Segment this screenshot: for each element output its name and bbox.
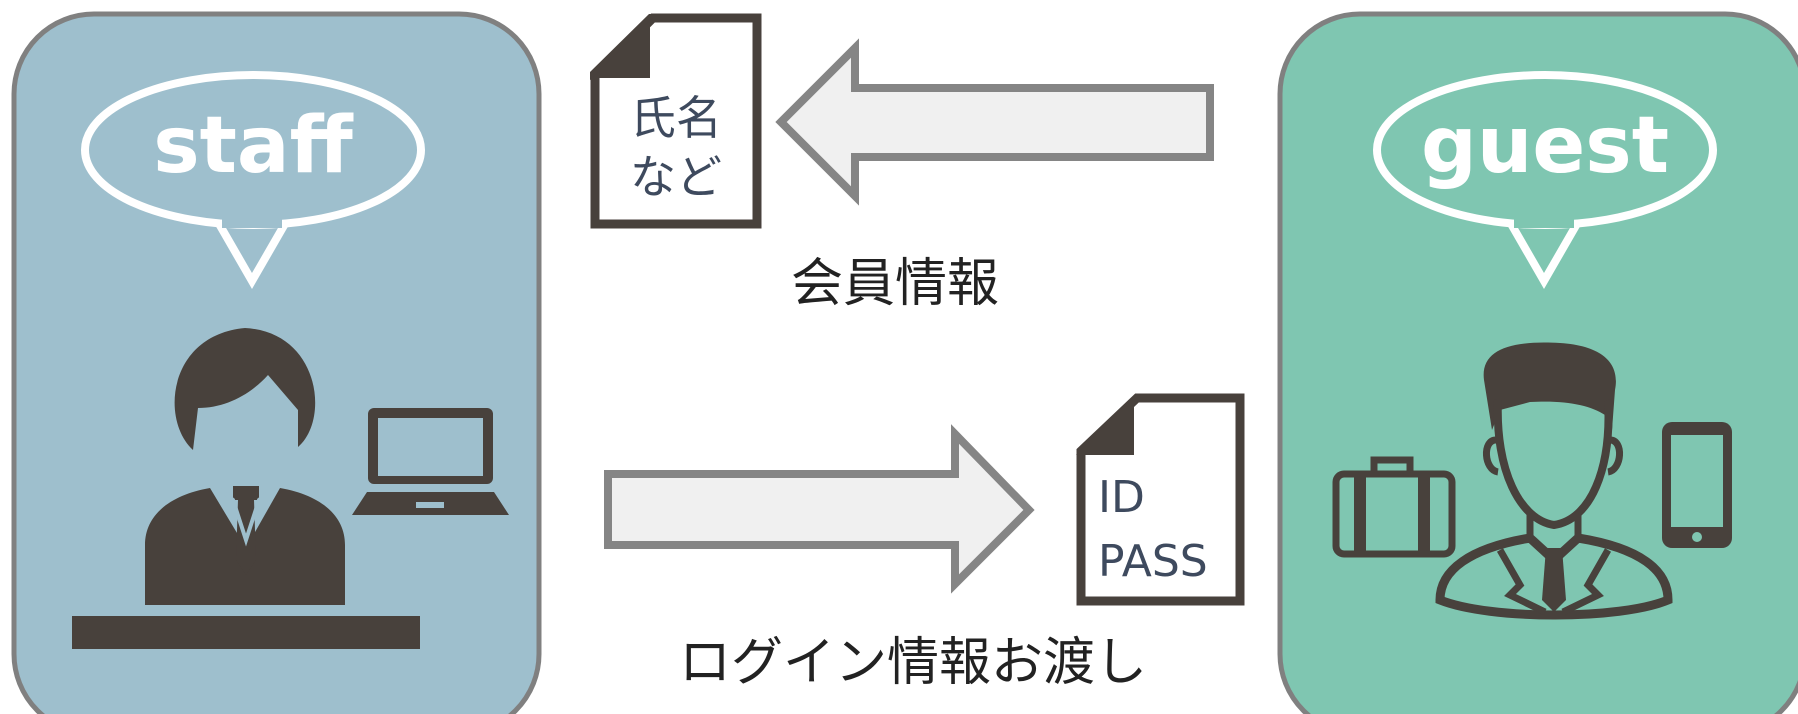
login-doc-line2: PASS — [1098, 536, 1208, 587]
receptionist-icon — [72, 328, 420, 649]
login-doc-line1: ID — [1098, 472, 1145, 523]
staff-label: staff — [153, 101, 353, 191]
guest-panel: guest — [1277, 11, 1798, 714]
member-info-document: 氏名 など — [590, 13, 762, 229]
smartphone-icon — [1662, 422, 1732, 548]
suitcase-icon — [1332, 456, 1456, 558]
member-doc-line2: など — [630, 150, 722, 204]
arrow-right — [604, 424, 1035, 594]
staff-panel: staff — [11, 11, 542, 714]
member-doc-line1: 氏名 — [630, 91, 722, 145]
laptop-icon — [352, 408, 509, 515]
guest-speech-bubble: guest — [1373, 71, 1717, 290]
login-info-document: ID PASS — [1076, 393, 1245, 606]
arrow-left — [775, 38, 1214, 206]
guest-label: guest — [1421, 101, 1669, 191]
businessman-icon — [1435, 342, 1673, 620]
caption-member-info: 会員情報 — [791, 254, 999, 314]
caption-login-handover: ログイン情報お渡し — [679, 633, 1147, 693]
staff-speech-bubble: staff — [81, 71, 425, 290]
